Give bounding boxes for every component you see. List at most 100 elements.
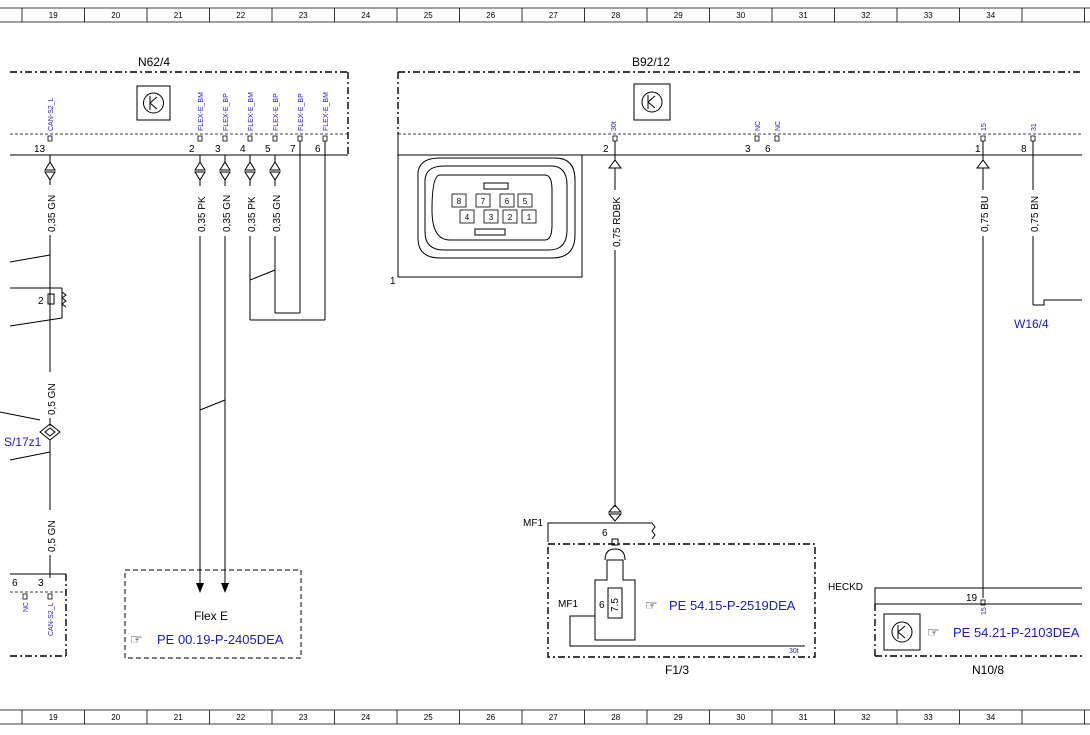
signal-flex-e-bp-1: FLEX-E_BP — [223, 93, 230, 131]
grid-col-bottom-21: 21 — [174, 713, 183, 722]
grid-col-bottom-20: 20 — [111, 713, 120, 722]
mf1-side-label: MF1 — [558, 599, 578, 610]
left-partial-stubs — [0, 254, 67, 461]
signal-flex-e-bp-3: FLEX-E_BP — [298, 93, 305, 131]
pin-4: 4 — [240, 144, 246, 155]
wire-bu: 0,75 BU — [980, 196, 991, 232]
b92-12-label: B92/12 — [632, 55, 670, 69]
n62-4-label: N62/4 — [138, 55, 170, 69]
signal-flex-e-bp-2: FLEX-E_BP — [273, 93, 280, 131]
connector-cell — [451, 193, 467, 208]
grid-col-top-26: 26 — [486, 11, 495, 20]
b92-12-box — [397, 71, 1082, 134]
grid-col-bottom-30: 30 — [736, 713, 745, 722]
wire-can-gn-05-bot: 0,5 GN — [47, 520, 58, 552]
signal-can-s2-l: CAN-S2_L — [48, 97, 55, 131]
b92-12-inner-frame — [397, 134, 583, 278]
f1-3-pin: 6 — [602, 528, 608, 539]
connector-cell-number: 7 — [481, 197, 486, 206]
grid-col-top-29: 29 — [674, 11, 683, 20]
grid-col-bottom-25: 25 — [424, 713, 433, 722]
signal-30t: 30t — [611, 121, 618, 131]
n62-4-wires — [49, 141, 326, 585]
grid-col-top-30: 30 — [736, 11, 745, 20]
grid-col-top-33: 33 — [924, 11, 933, 20]
pin-7: 7 — [290, 144, 296, 155]
connector-cells: 8 7 6 5 4 3 2 1 — [451, 193, 537, 224]
connector-cell — [475, 193, 491, 208]
fuse-holder-icon — [569, 538, 805, 647]
flex-e-ref-link[interactable]: PE 00.19-P-2405DEA — [157, 632, 284, 647]
pin-3: 3 — [215, 144, 221, 155]
n10-8-ref-link[interactable]: PE 54.21-P-2103DEA — [953, 625, 1080, 640]
connector-cell-number: 2 — [508, 213, 513, 222]
connector-cell-number: 6 — [505, 197, 510, 206]
n10-8-label: N10/8 — [972, 663, 1004, 677]
reference-hand-icon: ☞ — [927, 624, 940, 640]
heckd-label: HECKD — [828, 582, 863, 593]
connector-cell-number: 8 — [457, 197, 462, 206]
pin-2: 2 — [189, 144, 195, 155]
pin-5: 5 — [265, 144, 271, 155]
b92-pin-1: 1 — [975, 144, 981, 155]
n10-8-box — [874, 604, 1082, 657]
connector-cell-number: 3 — [489, 213, 494, 222]
transistor-icon — [883, 613, 921, 651]
connector-cell-number: 4 — [465, 213, 470, 222]
wire-can-gn-035: 0,35 GN — [47, 195, 58, 232]
mf1-break — [651, 522, 656, 540]
grid-col-top-24: 24 — [361, 11, 370, 20]
connector-cell — [502, 209, 518, 224]
grid-col-top-32: 32 — [861, 11, 870, 20]
n10-8-pin: 19 — [966, 593, 978, 604]
arrow-heads — [196, 583, 229, 593]
f1-3-label: F1/3 — [665, 663, 689, 677]
connector-cell-number: 1 — [527, 213, 532, 222]
signal-15: 15 — [981, 123, 988, 131]
heckd-line — [874, 587, 1082, 604]
left-pin-6: 6 — [12, 578, 18, 589]
left-bottom-box — [10, 574, 67, 657]
grid-col-top-20: 20 — [111, 11, 120, 20]
connector-cell — [521, 209, 537, 224]
left-signal-can: CAN-S2_L — [48, 602, 55, 636]
f1-3-ref-link[interactable]: PE 54.15-P-2519DEA — [669, 598, 796, 613]
left-splice-pin: 2 — [38, 296, 44, 307]
grid-col-top-19: 19 — [49, 11, 58, 20]
wire-rdbk: 0,75 RDBK — [612, 197, 623, 247]
reference-hand-icon: ☞ — [645, 597, 658, 613]
n10-8-contact — [980, 599, 986, 606]
left-contacts — [22, 593, 53, 600]
grid-col-bottom-22: 22 — [236, 713, 245, 722]
grid-col-bottom-28: 28 — [611, 713, 620, 722]
connector-face-icon — [417, 157, 576, 259]
grid-ruler-bottom: 1819202122232425262728293031323334 — [0, 709, 1090, 725]
grid-ruler-top: 1819202122232425262728293031323334 — [0, 7, 1090, 23]
grid-col-bottom-31: 31 — [799, 713, 808, 722]
connector-cell-number: 5 — [523, 197, 528, 206]
b92-12-connector-view-number: 1 — [390, 276, 396, 287]
signal-flex-e-bm-2: FLEX-E_BM — [248, 92, 255, 131]
wire-flex-gn-2: 0,35 GN — [272, 195, 283, 232]
grid-col-bottom-34: 34 — [986, 713, 995, 722]
wire-can-gn-05-mid: 0,5 GN — [47, 383, 58, 415]
fuse-pin: 6 — [599, 600, 605, 611]
left-ref-partial: S/17z1 — [4, 435, 42, 449]
signal-31: 31 — [1031, 123, 1038, 131]
wire-flex-gn-1: 0,35 GN — [222, 195, 233, 232]
b92-12-wires — [607, 141, 1082, 598]
wire-flex-pk-1: 0,35 PK — [197, 196, 208, 232]
grid-col-bottom-26: 26 — [486, 713, 495, 722]
transistor-icon — [633, 83, 671, 121]
connector-cell — [483, 209, 499, 224]
connector-symbols — [44, 161, 281, 181]
flex-e-title: Flex E — [194, 609, 228, 623]
grid-col-top-22: 22 — [236, 11, 245, 20]
b92-pin-3: 3 — [745, 144, 751, 155]
signal-flex-e-bm-3: FLEX-E_BM — [323, 92, 330, 131]
bus-30t: 30t — [789, 648, 799, 655]
signal-nc-2: NC — [775, 121, 782, 131]
signal-flex-e-bm-1: FLEX-E_BM — [198, 92, 205, 131]
wire-flex-pk-2: 0,35 PK — [247, 196, 258, 232]
grid-col-top-28: 28 — [611, 11, 620, 20]
